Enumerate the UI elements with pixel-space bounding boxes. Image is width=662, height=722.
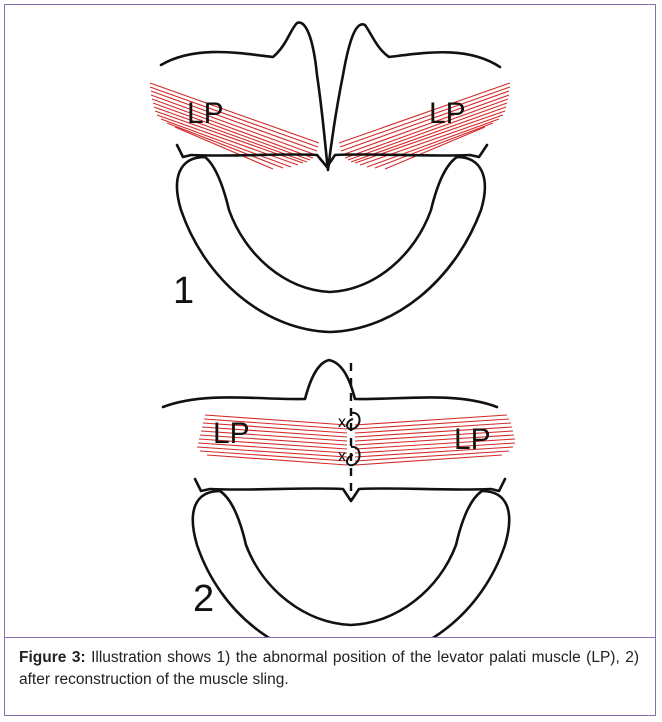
figure-caption: Figure 3: Illustration shows 1) the abno… [19,647,639,691]
panel-2-number: 2 [193,578,214,620]
panel-2: x x LP LP 2 [163,360,515,637]
panel-2-lp-right-label: LP [454,423,491,456]
panel-2-suture-mark-2: x [338,448,346,465]
panel-1-number: 1 [173,270,194,312]
panel-2-suture-lower [347,447,360,465]
panel-1: LP LP 1 [150,23,510,332]
panel-2-suture-upper [347,413,360,429]
caption-text: Illustration shows 1) the abnormal posit… [19,649,639,688]
panel-2-palate-outline [163,360,497,407]
figure-frame: LP LP 1 [4,4,656,716]
panel-2-lp-left-label: LP [213,417,250,450]
caption-divider [5,637,655,638]
figure-illustration: LP LP 1 [5,5,655,637]
panel-2-suture-mark-1: x [338,414,346,431]
palate-diagram: LP LP 1 [5,5,655,637]
panel-1-lp-right-label: LP [429,97,466,130]
panel-1-alveolar-arch [177,157,485,332]
caption-label: Figure 3: [19,649,86,666]
panel-2-alveolar-arch [193,491,509,637]
panel-1-lp-left-label: LP [187,97,224,130]
